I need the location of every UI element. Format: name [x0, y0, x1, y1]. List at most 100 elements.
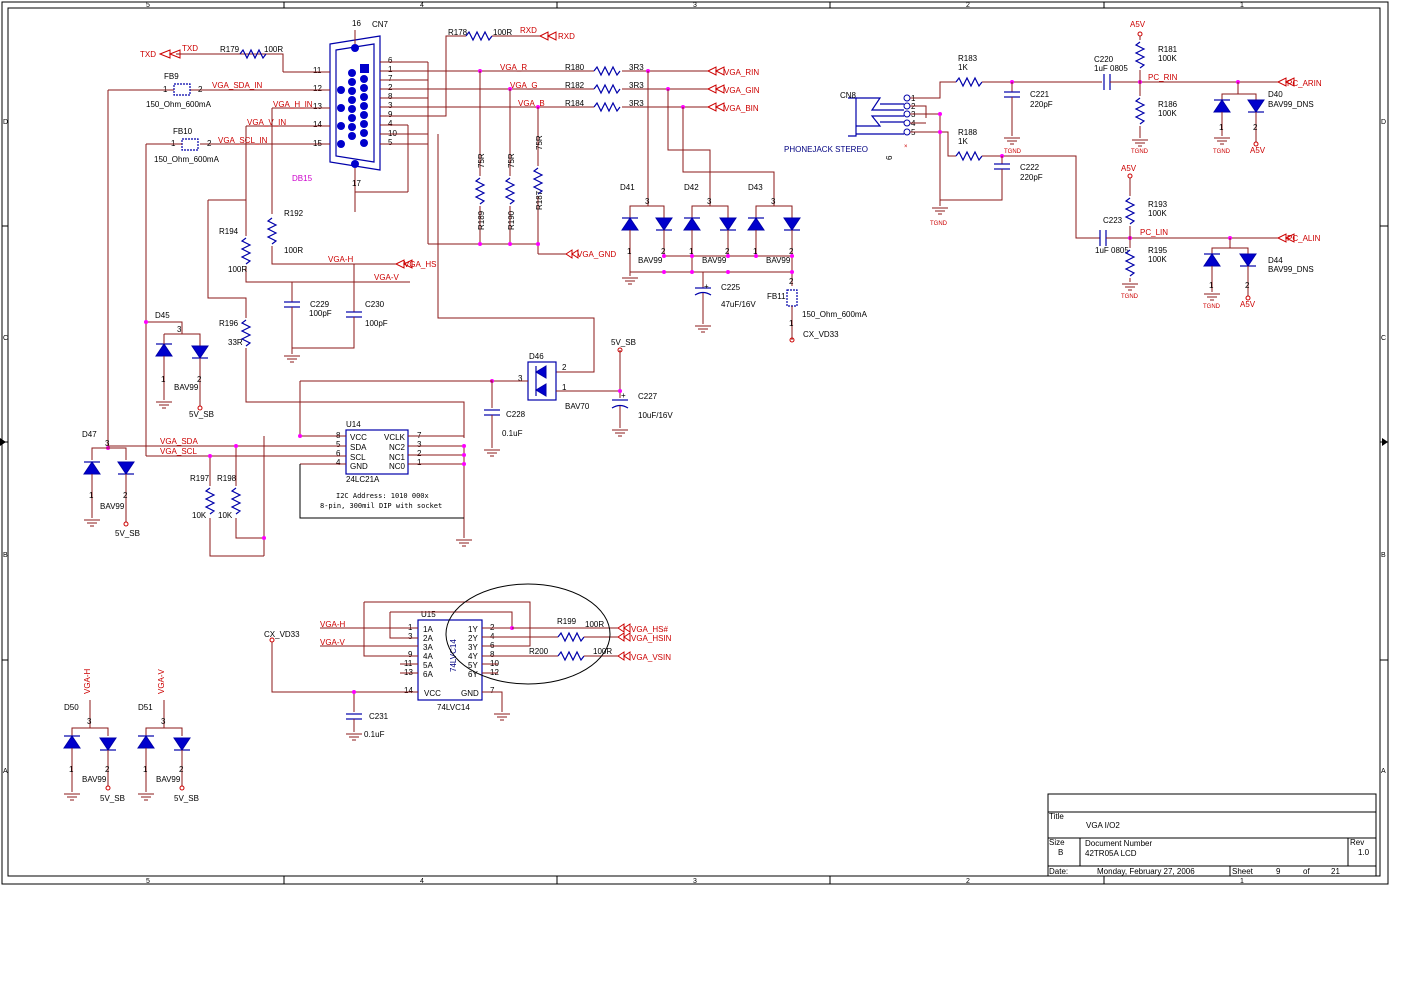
- fb9-ref: FB9: [164, 72, 179, 81]
- r198-value: 10K: [218, 511, 233, 520]
- title-value: VGA I/O2: [1086, 821, 1120, 830]
- c228-ref: C228: [506, 410, 526, 419]
- r189-ref: R189: [477, 210, 486, 230]
- r179-ref: R179: [220, 45, 240, 54]
- net-vga-rin: VGA_RIN: [724, 68, 759, 77]
- svg-text:4: 4: [388, 119, 393, 128]
- col-label-2: 2: [966, 2, 970, 9]
- svg-text:3: 3: [645, 197, 650, 206]
- r178-value: 100R: [493, 28, 512, 37]
- net-vga-g: VGA_G: [510, 81, 538, 90]
- r199-value: 100R: [585, 620, 604, 629]
- r186-ref: R186: [1158, 100, 1178, 109]
- net-a5v-r193: A5V: [1121, 164, 1137, 173]
- svg-text:1: 1: [417, 458, 422, 467]
- d45-ref: D45: [155, 311, 170, 320]
- sheet-label: Sheet: [1232, 867, 1254, 876]
- r187-ref: R187: [535, 190, 544, 210]
- u15-5a: 5A: [423, 661, 433, 670]
- svg-text:9: 9: [388, 110, 393, 119]
- u15-part: 74LVC14: [437, 703, 470, 712]
- net-vga-sda: VGA_SDA: [160, 437, 198, 446]
- col-label-3-bottom: 3: [693, 878, 697, 885]
- u15-inverter: U15 74LVC14 74LVC14 1A 2A 3A 4A 5A 6A 1Y…: [264, 583, 672, 741]
- d40-part: BAV99_DNS: [1268, 100, 1314, 109]
- svg-text:1: 1: [753, 247, 758, 256]
- c229-value: 100pF: [309, 309, 332, 318]
- d51-part: BAV99: [156, 775, 181, 784]
- d47-ref: D47: [82, 430, 97, 439]
- svg-text:9: 9: [408, 650, 413, 659]
- svg-text:5: 5: [388, 138, 393, 147]
- svg-text:1: 1: [388, 65, 393, 74]
- c220-ref: C220: [1094, 55, 1114, 64]
- hv-input-section: VGA_H_IN VGA_V_IN R192 100R VGA-H VGA_HS…: [207, 100, 465, 438]
- svg-text:1: 1: [1219, 123, 1224, 132]
- r182-ref: R182: [565, 81, 585, 90]
- c227-ref: C227: [638, 392, 658, 401]
- svg-text:13: 13: [313, 102, 322, 111]
- net-cx-vd33-fb11: CX_VD33: [803, 330, 839, 339]
- svg-text:2: 2: [388, 83, 393, 92]
- net-a5v-d44: A5V: [1240, 300, 1256, 309]
- svg-text:12: 12: [313, 84, 322, 93]
- net-vga-scl: VGA_SCL: [160, 447, 197, 456]
- svg-text:8: 8: [490, 650, 495, 659]
- net-vga-vsin: VGA_VSIN: [631, 653, 671, 662]
- u14-pin-vclk: VCLK: [384, 433, 406, 442]
- cn8-ref: CN8: [840, 91, 857, 100]
- r178-ref: R178: [448, 28, 468, 37]
- r187-value: 75R: [535, 135, 544, 150]
- c231-value: 0.1uF: [364, 730, 385, 739]
- title-label: Title: [1049, 812, 1064, 821]
- net-vga-scl-in: VGA_SCL_IN: [218, 136, 268, 145]
- net-pc-rin: PC_RIN: [1148, 73, 1178, 82]
- r196-ref: R196: [219, 319, 239, 328]
- svg-text:1: 1: [789, 319, 794, 328]
- r190-ref: R190: [507, 210, 516, 230]
- net-vga-h-d50: VGA-H: [83, 668, 92, 694]
- c225-value: 47uF/16V: [721, 300, 756, 309]
- svg-text:2: 2: [207, 139, 212, 148]
- net-vga-b: VGA_B: [518, 99, 545, 108]
- r183-ref: R183: [958, 54, 978, 63]
- c222-value: 220pF: [1020, 173, 1043, 182]
- svg-text:4: 4: [336, 458, 341, 467]
- svg-text:+: +: [621, 391, 626, 400]
- svg-text:3: 3: [518, 374, 523, 383]
- net-vga-v-u15: VGA-V: [320, 638, 346, 647]
- u15-ref: U15: [421, 610, 436, 619]
- svg-text:1: 1: [89, 491, 94, 500]
- u15-4a: 4A: [423, 652, 433, 661]
- c231-ref: C231: [369, 712, 389, 721]
- d42-part: BAV99: [702, 256, 727, 265]
- fb10-value: 150_Ohm_600mA: [154, 155, 220, 164]
- u14-pin-nc1: NC1: [389, 453, 406, 462]
- u15-6a: 6A: [423, 670, 433, 679]
- row-label-b-right: B: [1381, 552, 1386, 559]
- svg-text:2: 2: [197, 375, 202, 384]
- phonejack-label: PHONEJACK STEREO: [784, 145, 868, 154]
- c220-value: 1uF 0805: [1094, 64, 1128, 73]
- tgnd-cn8: TGND: [930, 221, 948, 227]
- d40-ref: D40: [1268, 90, 1283, 99]
- net-vga-hs-hash: VGA_HS#: [631, 625, 668, 634]
- u15-1a: 1A: [423, 625, 433, 634]
- db15-label: DB15: [292, 174, 313, 183]
- svg-text:1: 1: [1209, 281, 1214, 290]
- svg-text:5: 5: [336, 440, 341, 449]
- d51-section: VGA-V D51 BAV99 5V_SB: [137, 668, 199, 803]
- r188-ref: R188: [958, 128, 978, 137]
- r200-value: 100R: [593, 647, 612, 656]
- net-vga-v-in: VGA_V_IN: [247, 118, 286, 127]
- r200-ref: R200: [529, 647, 549, 656]
- u14-pin-nc0: NC0: [389, 462, 406, 471]
- r183-value: 1K: [958, 63, 968, 72]
- net-pc-alin: PC_ALIN: [1287, 234, 1321, 243]
- svg-text:+: +: [704, 282, 709, 291]
- d47-section: D47 BAV99 5V_SB: [82, 430, 140, 538]
- docnum-label: Document Number: [1085, 839, 1152, 848]
- d51-ref: D51: [138, 703, 153, 712]
- r181-value: 100K: [1158, 54, 1177, 63]
